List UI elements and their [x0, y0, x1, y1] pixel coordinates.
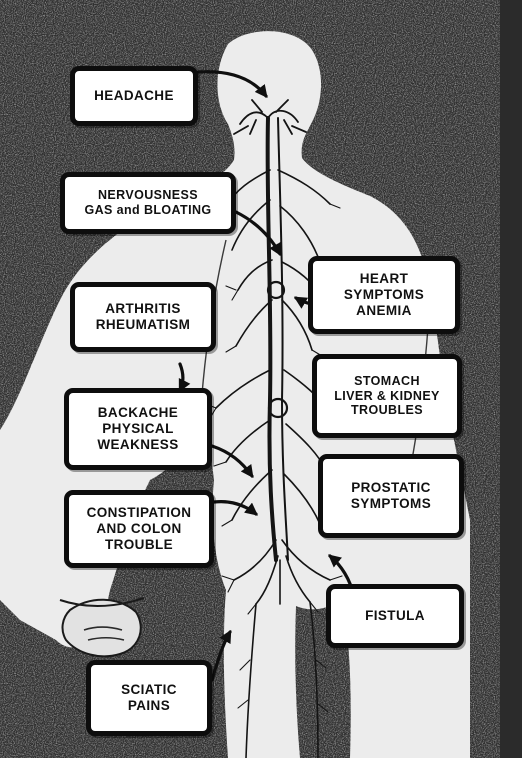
label-sciatic-pains: SCIATIC PAINS	[86, 660, 212, 736]
frame-edge	[500, 0, 522, 758]
label-fistula: FISTULA	[326, 584, 464, 648]
label-prostatic-symptoms: PROSTATIC SYMPTOMS	[318, 454, 464, 538]
label-constipation-colon: CONSTIPATION AND COLON TROUBLE	[64, 490, 214, 568]
label-nervousness-gas-bloating: NERVOUSNESS GAS and BLOATING	[60, 172, 236, 234]
label-heart-symptoms-anemia: HEART SYMPTOMS ANEMIA	[308, 256, 460, 334]
label-headache: HEADACHE	[70, 66, 198, 126]
label-arthritis-rheumatism: ARTHRITIS RHEUMATISM	[70, 282, 216, 352]
label-stomach-liver-kidney: STOMACH LIVER & KIDNEY TROUBLES	[312, 354, 462, 438]
label-backache-physical-weakness: BACKACHE PHYSICAL WEAKNESS	[64, 388, 212, 470]
